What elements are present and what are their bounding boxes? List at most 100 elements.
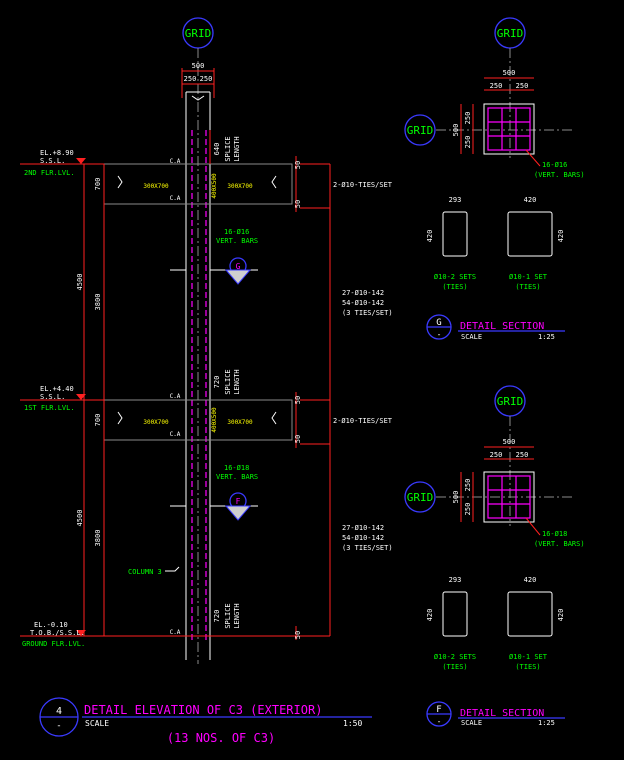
tie-shape-b	[507, 211, 553, 257]
tie-note: (TIES)	[515, 663, 540, 671]
bars-label-upper: VERT. BARS	[216, 237, 258, 245]
tie-note: Ø10-1 SET	[509, 653, 548, 661]
section-f-title: DETAIL SECTION	[460, 708, 544, 719]
dim-width: 500	[503, 438, 516, 446]
grid-label: GRID	[407, 124, 434, 137]
tag-sub: -	[437, 717, 442, 726]
section-f-scale: 1:25	[538, 719, 555, 727]
dim-half-left: 250	[184, 75, 197, 83]
tie-width: 293	[449, 576, 462, 584]
grid-label: GRID	[407, 491, 434, 504]
dim-story-height-upper: 4500	[76, 274, 84, 291]
section-marker-g-label: G	[236, 262, 241, 271]
column-section-g-tie	[487, 107, 531, 151]
dim-story-height-lower: 4500	[76, 510, 84, 527]
dim-beam-depth-lower: 700	[94, 414, 102, 427]
tie-note: (TIES)	[515, 283, 540, 291]
beam-size-upper-right: 300X700	[227, 183, 253, 190]
ties-spacing-upper-2: 54-Ø10-142	[342, 299, 384, 307]
dim-clear-height-lower: 3800	[94, 530, 102, 547]
section-g-scale: 1:25	[538, 333, 555, 341]
section-g-bars-label: (VERT. BARS)	[534, 171, 585, 179]
tie-height: 420	[426, 230, 434, 243]
section-g: GRID GRID 500 250 250 500 250 250 16-Ø16…	[404, 17, 585, 341]
ties-spacing-lower-3: (3 TIES/SET)	[342, 544, 393, 552]
scale-label: SCALE	[461, 719, 482, 727]
bars-count-upper: 16-Ø16	[224, 228, 249, 236]
grid-bubble-section-g-side	[404, 114, 436, 146]
main-title-scale: 1:50	[343, 719, 362, 728]
level-ssl-ground: T.O.B./S.S.L.	[30, 629, 85, 637]
section-g-title: DETAIL SECTION	[460, 321, 544, 332]
section-f-bars-label: (VERT. BARS)	[534, 540, 585, 548]
bars-count-lower: 16-Ø18	[224, 464, 249, 472]
main-title-block: 4 - DETAIL ELEVATION OF C3 (EXTERIOR) SC…	[39, 697, 372, 745]
dim-half: 250	[516, 82, 529, 90]
dim-half-height: 250	[464, 479, 472, 492]
splice-label: SPLICE	[224, 136, 232, 161]
ties-spacing-lower-2: 54-Ø10-142	[342, 534, 384, 542]
scale-label: SCALE	[85, 719, 109, 728]
ties-set-lower: 2-Ø10-TIES/SET	[333, 417, 393, 425]
dim-half-height: 250	[464, 503, 472, 516]
column-section-f-outline	[483, 471, 535, 523]
dim-50: 50	[294, 396, 302, 404]
dim-half-right: 250	[200, 75, 213, 83]
tie-height: 420	[557, 230, 565, 243]
splice-label: LENGTH	[233, 369, 241, 394]
column-section-g-outline	[483, 103, 535, 155]
dim-half-height: 250	[464, 136, 472, 149]
beam-size-upper-left: 300X700	[143, 183, 169, 190]
tie-shape-b	[507, 591, 553, 637]
tag-sub: -	[56, 721, 61, 731]
main-title-tag: 4	[56, 706, 62, 717]
dim-50: 50	[294, 631, 302, 639]
grid-label: GRID	[185, 27, 212, 40]
bars-label-lower: VERT. BARS	[216, 473, 258, 481]
splice-length-upper: 640	[213, 143, 221, 156]
dim-half: 250	[490, 82, 503, 90]
dim-height: 500	[452, 491, 460, 504]
level-name-2nd: 2ND FLR.LVL.	[24, 169, 75, 177]
tie-note: Ø10-2 SETS	[434, 653, 476, 661]
dim-50: 50	[294, 161, 302, 169]
column-size-lower: 400X500	[211, 407, 218, 433]
level-name-1st: 1ST FLR.LVL.	[24, 404, 75, 412]
main-title-note: (13 NOS. OF C3)	[167, 731, 275, 745]
tie-shape-a	[442, 211, 468, 257]
tie-note: Ø10-2 SETS	[434, 273, 476, 281]
dim-half: 250	[516, 451, 529, 459]
ties-spacing-upper-1: 27-Ø10-142	[342, 289, 384, 297]
level-el-ground: EL.-0.10	[34, 621, 68, 629]
column-size-upper: 400X500	[211, 173, 218, 199]
tie-height: 420	[426, 609, 434, 622]
ties-set-upper: 2-Ø10-TIES/SET	[333, 181, 393, 189]
dim-50: 50	[294, 435, 302, 443]
tie-note: (TIES)	[442, 283, 467, 291]
level-ssl-2nd: S.S.L.	[40, 157, 65, 165]
scale-label: SCALE	[461, 333, 482, 341]
beam-size-lower-right: 300X700	[227, 419, 253, 426]
dim-clear-height-upper: 3800	[94, 294, 102, 311]
tie-width: 293	[449, 196, 462, 204]
dim-width: 500	[503, 69, 516, 77]
section-g-bars: 16-Ø16	[542, 161, 567, 169]
ca-label: C.A	[170, 195, 181, 202]
ties-spacing-lower-1: 27-Ø10-142	[342, 524, 384, 532]
dim-top-width: 500	[192, 62, 205, 70]
beam-size-lower-left: 300X700	[143, 419, 169, 426]
splice-label: SPLICE	[224, 369, 232, 394]
dim-50: 50	[294, 200, 302, 208]
ca-label: C.A	[170, 629, 181, 636]
dim-beam-depth-upper: 700	[94, 178, 102, 191]
ties-spacing-upper-3: (3 TIES/SET)	[342, 309, 393, 317]
main-title: DETAIL ELEVATION OF C3 (EXTERIOR)	[84, 703, 322, 717]
splice-label: SPLICE	[224, 603, 232, 628]
column-tag: COLUMN 3	[128, 568, 162, 576]
dim-half: 250	[490, 451, 503, 459]
level-name-ground: GROUND FLR.LVL.	[22, 640, 85, 648]
dim-half-height: 250	[464, 112, 472, 125]
section-g-tag: G	[436, 318, 441, 328]
level-el-1st: EL.+4.40	[40, 385, 74, 393]
